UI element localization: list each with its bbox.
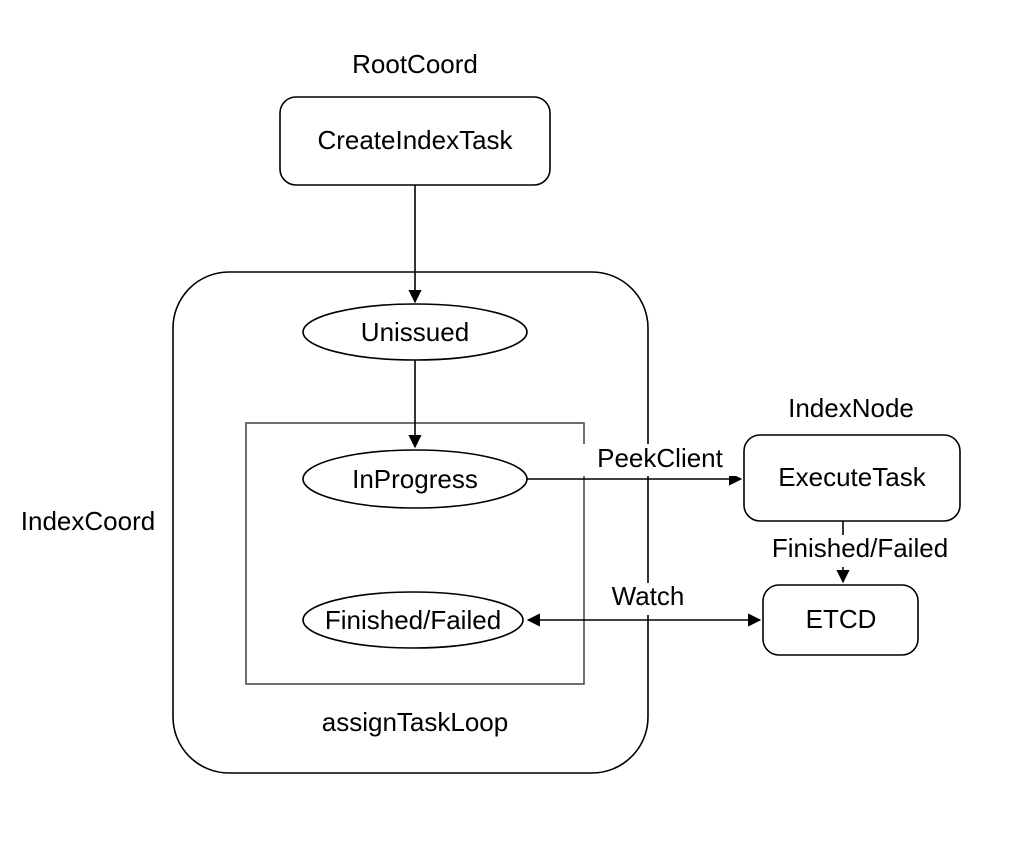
node-label-execute-task: ExecuteTask <box>778 462 926 492</box>
node-finished-failed-state[interactable] <box>302 591 524 649</box>
node-create-index-task[interactable] <box>279 96 551 186</box>
node-label-in-progress: InProgress <box>352 464 478 494</box>
node-unissued[interactable] <box>302 303 528 361</box>
edge-label-peekclient: PeekClient <box>597 443 724 473</box>
edge-label-backdrop-finished-failed <box>760 535 960 567</box>
edge-label-backdrop-watch <box>598 583 700 615</box>
group-label-assigntaskloop: assignTaskLoop <box>322 707 508 737</box>
group-label-indexnode: IndexNode <box>788 393 914 423</box>
node-in-progress[interactable] <box>302 449 528 509</box>
group-indexcoord-container <box>172 271 649 774</box>
edge-label-finished-failed: Finished/Failed <box>772 533 948 563</box>
edge-label-backdrop-peekclient <box>578 444 742 476</box>
node-execute-task[interactable] <box>743 434 961 522</box>
group-label-indexcoord: IndexCoord <box>21 506 155 536</box>
node-label-unissued: Unissued <box>361 317 469 347</box>
node-etcd[interactable] <box>762 584 919 656</box>
node-label-finished-failed-state: Finished/Failed <box>325 605 501 635</box>
group-label-rootcoord: RootCoord <box>352 49 478 79</box>
node-label-etcd: ETCD <box>806 604 877 634</box>
node-label-create-index-task: CreateIndexTask <box>317 125 513 155</box>
edge-label-watch: Watch <box>612 581 685 611</box>
